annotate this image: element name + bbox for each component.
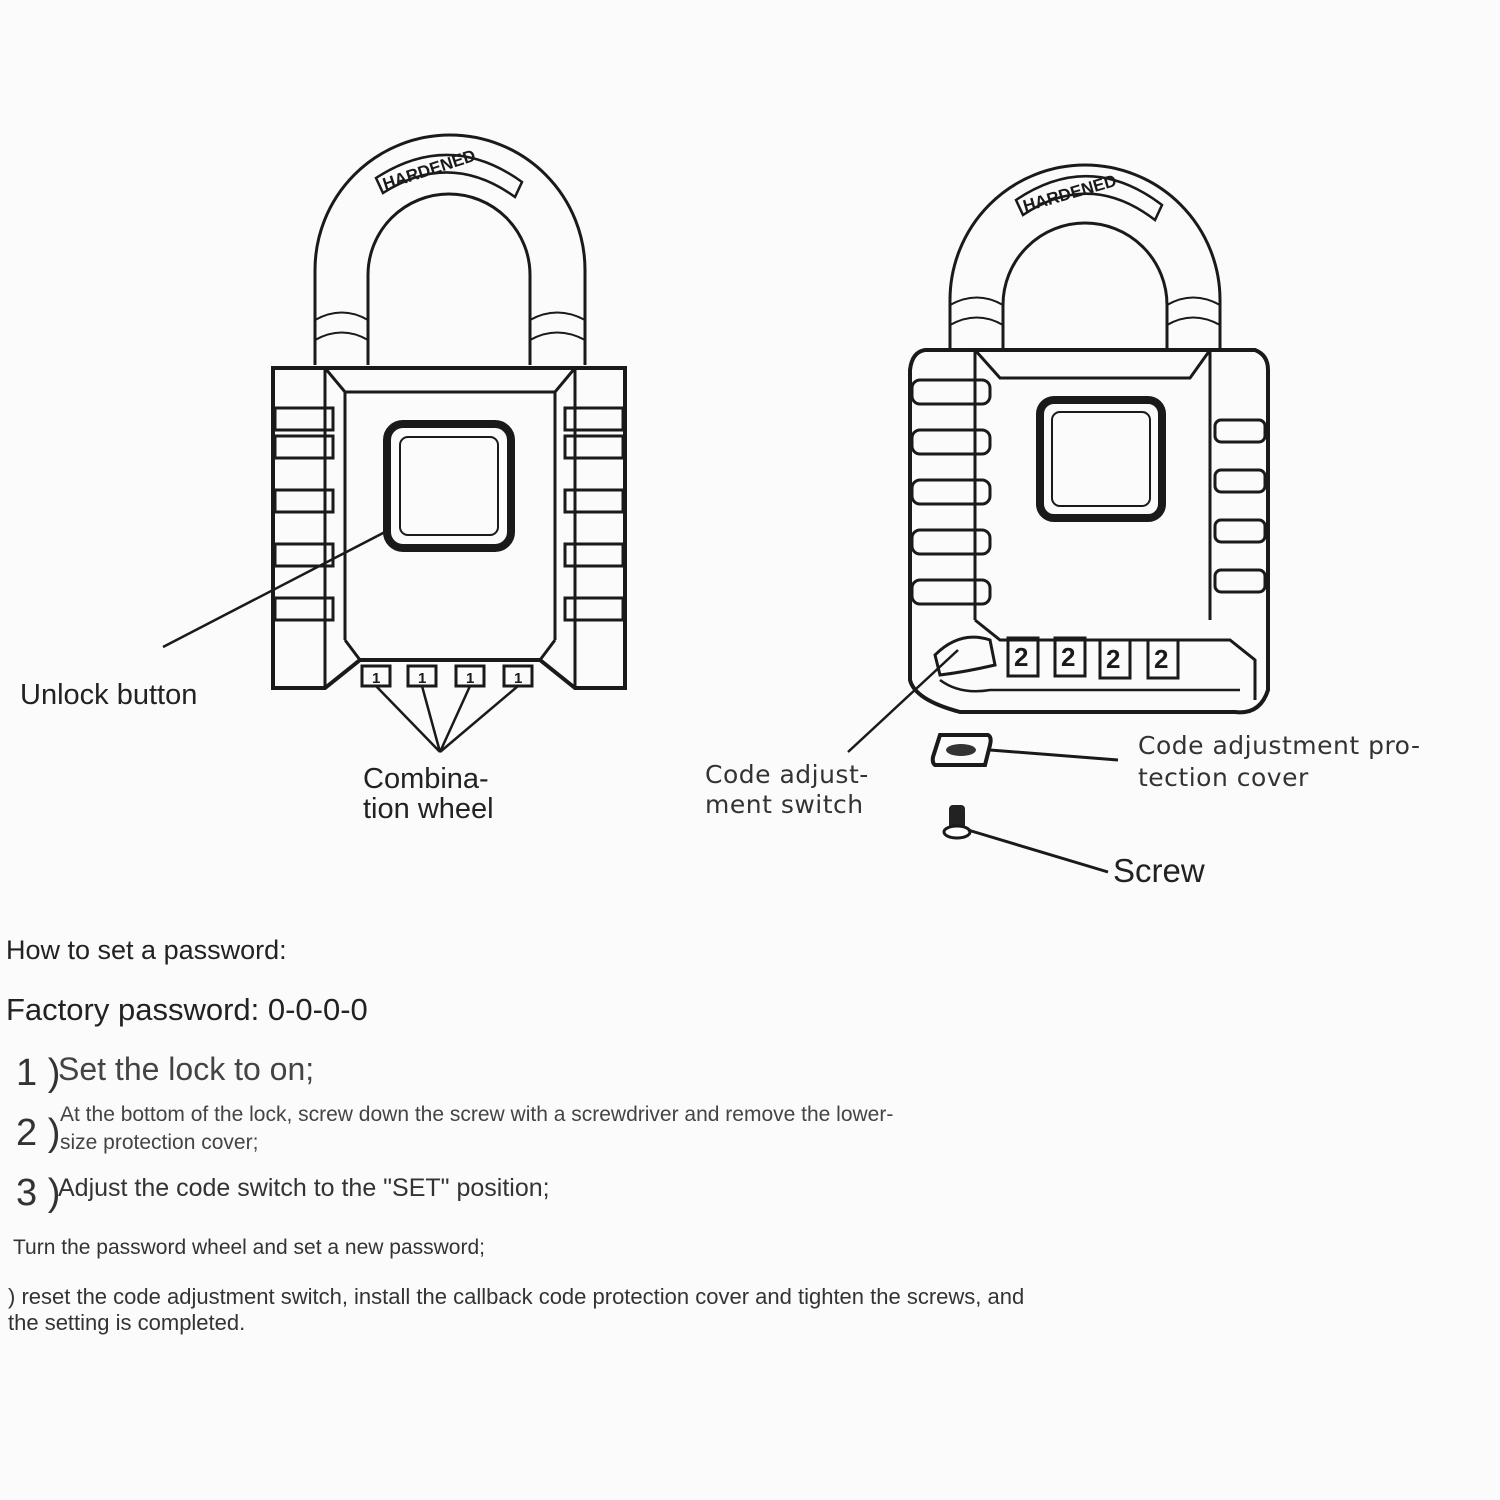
hardened-text: HARDENED (380, 146, 477, 194)
svg-text:2: 2 (1014, 642, 1028, 672)
code-switch-label: ment switch (705, 790, 864, 819)
step-text: Turn the password wheel and set a new pa… (13, 1236, 485, 1259)
svg-text:1: 1 (514, 670, 522, 687)
step-number: 3 ) (16, 1172, 61, 1214)
combination-wheel-label: tion wheel (363, 793, 494, 825)
protection-cover-label: tection cover (1138, 763, 1309, 792)
combination-wheel-label: Combina- (363, 763, 489, 795)
padlock-front: HARDENED 1 1 1 1 (162, 133, 627, 753)
factory-password: Factory password: 0-0-0-0 (6, 992, 368, 1027)
combination-wheels-front (360, 664, 534, 688)
protection-cover-label: Code adjustment pro- (1138, 731, 1421, 760)
step-number: 2 ) (16, 1112, 61, 1154)
svg-text:2: 2 (1154, 644, 1168, 674)
shackle-badge (374, 153, 524, 199)
lock-body (908, 348, 1270, 715)
combination-wheels-back (1006, 636, 1180, 680)
step-text: Set the lock to on; (58, 1051, 315, 1087)
step-text: size protection cover; (60, 1131, 259, 1154)
step-number: 1 ) (16, 1052, 61, 1094)
unlock-button-label: Unlock button (20, 679, 198, 711)
code-switch-label: Code adjust- (705, 760, 869, 789)
step-text: At the bottom of the lock, screw down th… (60, 1103, 894, 1126)
shackle-badge (1014, 174, 1164, 222)
svg-text:1: 1 (418, 670, 426, 687)
instructions-heading: How to set a password: (6, 935, 287, 965)
step-text: the setting is completed. (8, 1310, 246, 1335)
screw-label: Screw (1113, 852, 1205, 889)
shackle (948, 163, 1222, 350)
code-switch (933, 635, 997, 677)
svg-text:2: 2 (1061, 642, 1075, 672)
svg-text:1: 1 (466, 670, 474, 687)
leader-line (162, 530, 519, 753)
step-text: ) reset the code adjustment switch, inst… (8, 1284, 1025, 1309)
leader-line (967, 828, 1109, 874)
step-text: Adjust the code switch to the "SET" posi… (58, 1174, 550, 1202)
svg-text:2: 2 (1106, 644, 1120, 674)
svg-text:1: 1 (372, 670, 380, 687)
leader-line (989, 748, 1119, 762)
protection-cover-part (930, 733, 993, 767)
unlock-button-shape (383, 420, 515, 552)
shackle (313, 133, 587, 365)
leader-line (847, 649, 959, 753)
screw-part (942, 805, 972, 840)
